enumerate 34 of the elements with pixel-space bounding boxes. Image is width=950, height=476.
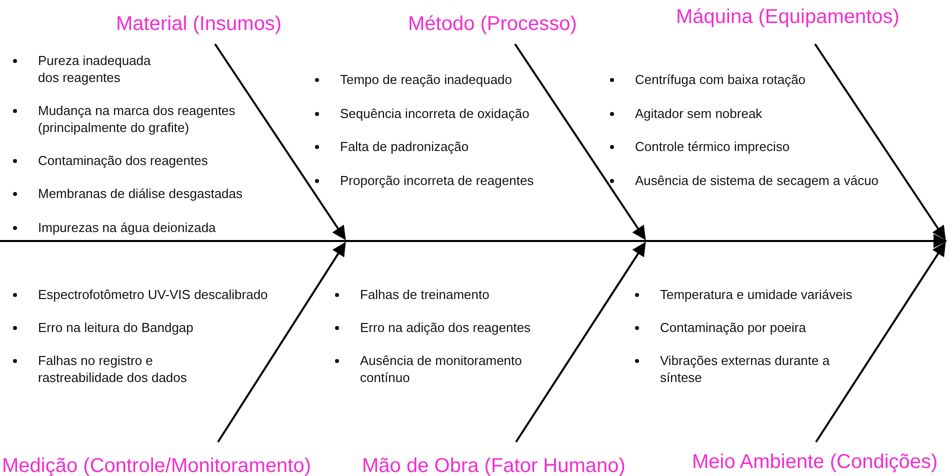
cause-text: Proporção incorreta de reagentes [340, 172, 535, 189]
category-label: Máquina (Equipamentos) [676, 5, 900, 29]
arrow [214, 43, 346, 240]
cause-text: Ausência de sistema de secagem a vácuo [635, 172, 880, 189]
category-label: Mão de Obra (Fator Humano) [362, 454, 626, 476]
cause-text: Espectrofotômetro UV-VIS descalibrado [38, 286, 269, 303]
cause-text: Mudança na marca dos reagentes (principalmente do grafite) [38, 102, 236, 136]
arrow [814, 43, 946, 240]
cause-text: Sequência incorreta de oxidação [340, 105, 530, 122]
cause-text: Contaminação dos reagentes [38, 152, 209, 169]
cause-text: Falhas de treinamento [360, 286, 490, 303]
cause-text: Controle térmico impreciso [635, 138, 791, 155]
cause-text: Pureza inadequada dos reagentes [38, 52, 152, 86]
cause-text: Impurezas na água deionizada [38, 219, 217, 236]
cause-text: Contaminação por poeira [660, 319, 807, 336]
category-label: Material (Insumos) [116, 12, 282, 36]
arrow [514, 43, 646, 240]
cause-text: Falta de padronização [340, 138, 470, 155]
cause-text: Ausência de monitoramento contínuo [360, 352, 523, 386]
category-label: Medição (Controle/Monitoramento) [2, 454, 312, 476]
arrow [515, 242, 646, 443]
cause-text: Tempo de reação inadequado [340, 71, 514, 88]
category-label: Meio Ambiente (Condições) [692, 450, 938, 474]
cause-text: Membranas de diálise desgastadas [38, 185, 244, 202]
cause-text: Agitador sem nobreak [635, 105, 764, 122]
category-label: Método (Processo) [408, 12, 577, 36]
cause-text: Vibrações externas durante a síntese [660, 352, 831, 386]
cause-text: Erro na leitura do Bandgap [38, 319, 194, 336]
arrow [217, 242, 346, 443]
cause-text: Temperatura e umidade variáveis [660, 286, 854, 303]
cause-text: Erro na adição dos reagentes [360, 319, 532, 336]
cause-text: Centrífuga com baixa rotação [635, 71, 807, 88]
arrow [815, 242, 946, 443]
cause-text: Falhas no registro e rastreabilidade dos dados [38, 352, 188, 386]
